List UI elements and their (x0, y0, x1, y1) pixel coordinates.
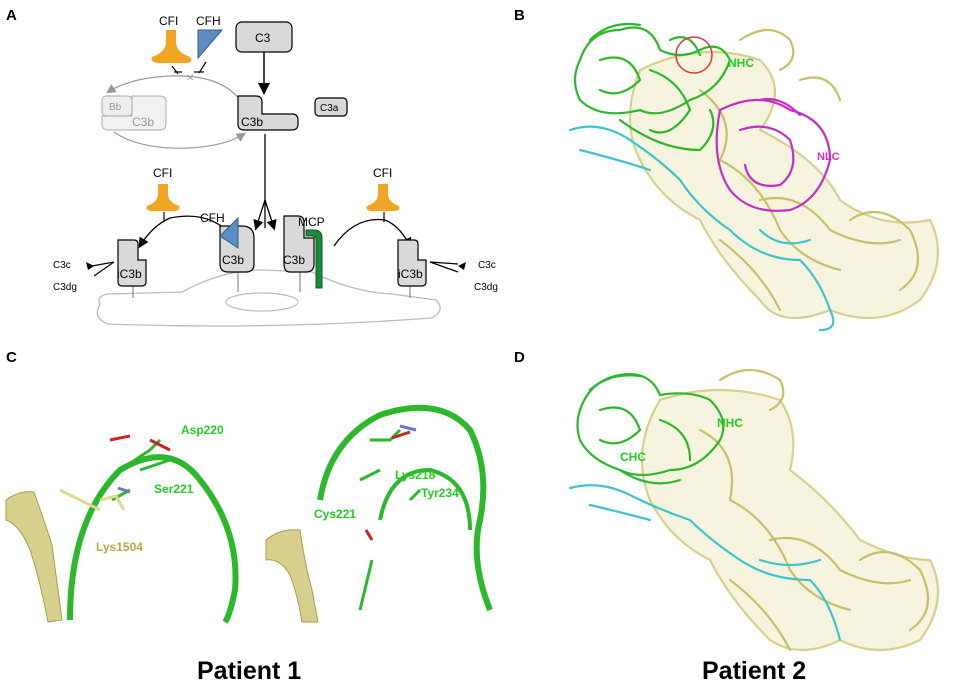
asp220-label: Asp220 (181, 423, 224, 437)
patient1-caption: Patient 1 (197, 657, 301, 685)
panel-a: A CFI CFH C3 ✕ Bb C3b C3b C3a (6, 7, 498, 327)
c3b-faded-label: C3b (132, 115, 154, 129)
c3b-center-shape (237, 95, 299, 131)
deposition-arrow-left (253, 199, 266, 231)
c3c-right-arrowhead (458, 262, 466, 270)
cfi-cfh-cleavage-arrow (138, 215, 233, 249)
c3b-cell2-shape (283, 215, 315, 273)
ic3b-left-label: iC3b (117, 267, 142, 281)
cfi-right-icon (366, 184, 400, 211)
c3c-left-label: C3c (53, 260, 71, 271)
c3a-label: C3a (320, 103, 339, 114)
ic3b-right-fragments-arrow (429, 261, 459, 273)
c3dg-right-label: C3dg (474, 282, 498, 293)
patient2-caption: Patient 2 (702, 657, 806, 685)
lys218-label: Lys218 (395, 468, 436, 482)
cfi-mcp-cleavage-arrow (333, 218, 412, 249)
protein-structure-d (568, 369, 940, 652)
ser221-label: Ser221 (154, 482, 194, 496)
cfh-inhibit-line (198, 61, 207, 74)
cfi-top-icon (151, 30, 192, 63)
cfi-left-icon (146, 184, 180, 211)
c3b-cell2-label: C3b (283, 253, 305, 267)
cfi-top-label: CFI (159, 14, 178, 28)
deposition-arrow-right (264, 199, 277, 231)
protein-structure-b (568, 22, 940, 332)
lys1504-label: Lys1504 (96, 540, 143, 554)
cfh-top-icon (197, 29, 224, 60)
panel-d: D NHC CHC (514, 349, 940, 652)
cfi-right-label: CFI (373, 166, 392, 180)
chc-d-label: CHC (620, 450, 646, 464)
panel-d-letter: D (514, 349, 525, 366)
cell-nucleus (225, 292, 299, 312)
panel-c: C Asp220 Ser221 Lys1504 Lys218 Tyr234 Cy… (5, 349, 493, 624)
ic3b-right-shape (397, 239, 427, 287)
nlc-b-label: NLC (817, 151, 840, 163)
mcp-icon (305, 229, 323, 289)
cfi-inhibit-line (171, 65, 179, 75)
c3c-left-arrowhead (86, 262, 94, 270)
cfh-cell-icon (219, 216, 239, 249)
panel-b: B NHC NLC (514, 7, 940, 332)
patient2-closeup (265, 404, 493, 623)
c3b-cell1-label: C3b (222, 253, 244, 267)
panel-c-letter: C (6, 349, 17, 366)
bb-label: Bb (109, 102, 122, 113)
cys221-label: Cys221 (314, 507, 356, 521)
c3dg-left-label: C3dg (53, 282, 77, 293)
c3-label: C3 (255, 31, 271, 45)
tyr234-label: Tyr234 (421, 486, 459, 500)
c3b-faded-shape (101, 95, 167, 131)
ic3b-right-label: iC3b (398, 267, 423, 281)
loop-bottom-arrow (113, 131, 247, 149)
ic3b-left-shape (117, 239, 147, 287)
highlight-circle (675, 36, 713, 74)
patient1-closeup (5, 434, 239, 624)
ic3b-left-fragments-arrow (91, 261, 115, 277)
cfh-cell-label: CFH (200, 211, 225, 225)
mcp-label: MCP (298, 215, 325, 229)
nhc-b-label: NHC (728, 56, 754, 70)
c3a-box (314, 97, 348, 117)
nhc-d-label: NHC (717, 416, 743, 430)
cfh-top-label: CFH (196, 14, 221, 28)
panel-a-letter: A (6, 7, 17, 24)
c3b-center-label: C3b (241, 115, 263, 129)
cfi-left-label: CFI (153, 166, 172, 180)
panel-b-letter: B (514, 7, 525, 24)
c3c-right-label: C3c (478, 260, 496, 271)
loop-cross-mark: ✕ (186, 73, 194, 84)
loop-top-arrow (105, 75, 241, 101)
